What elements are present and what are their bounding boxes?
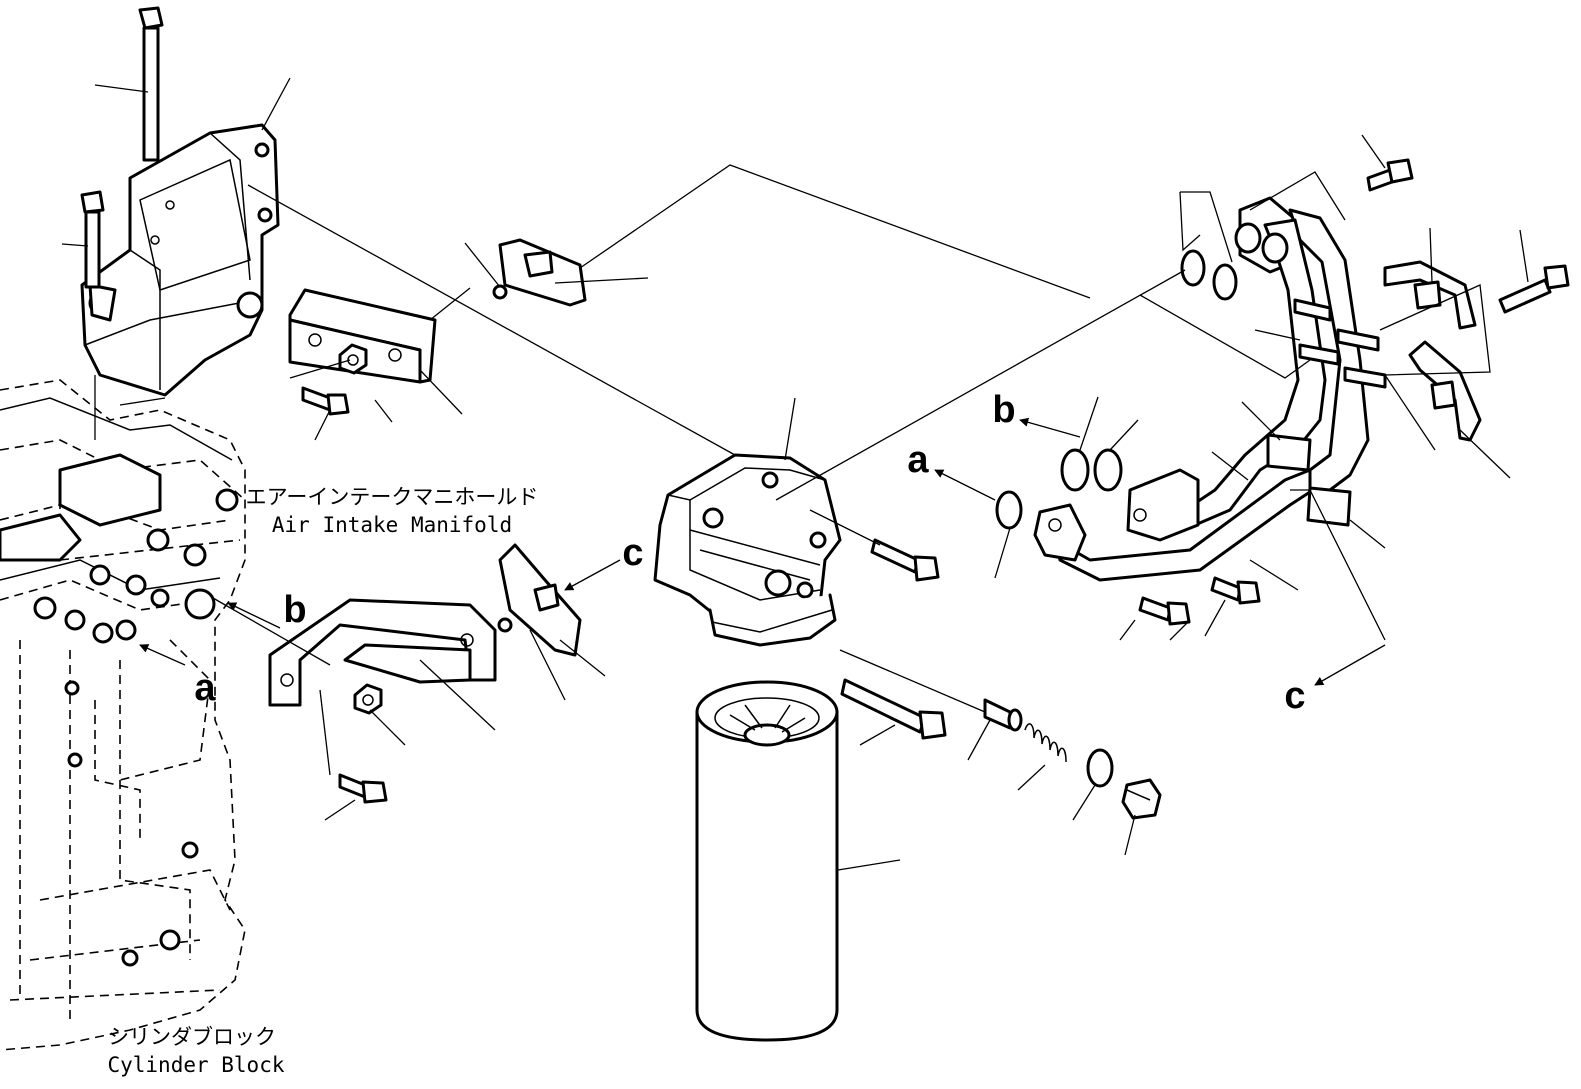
bolt-top-right-2 (1498, 264, 1570, 314)
pipe-clip-lower-right (1408, 340, 1482, 442)
bolt-small-upper (301, 386, 350, 416)
valve-gasket (1086, 748, 1114, 788)
ref-mark-b-right: b (992, 389, 1015, 431)
ref-mark-c-center: c (622, 532, 643, 574)
pipe-clip-upper-right (1383, 260, 1477, 330)
cylinder-block-outline (0, 379, 246, 1051)
oil-filter-head (653, 453, 842, 647)
nut-lower (353, 683, 383, 715)
nut-upper (338, 343, 368, 375)
cylinder-block-label-en: Cylinder Block (107, 1053, 284, 1077)
leader-lines (61, 77, 1529, 871)
relief-valve-spring (1024, 723, 1067, 763)
air-intake-manifold-label-jp: エアーインテークマニホールド (246, 485, 539, 509)
oil-filter-cartridge (695, 680, 839, 1042)
pipe-bolt-1 (1138, 596, 1191, 626)
valve-plug (1121, 778, 1162, 820)
ref-mark-a-right: a (907, 439, 929, 481)
long-bolt-upper (138, 6, 164, 162)
o-ring-b2 (1093, 448, 1123, 492)
reference-arrows (139, 417, 1386, 686)
upper-clip (498, 238, 587, 307)
filter-head-bolt-lower (840, 678, 947, 740)
oil-pipe-assembly (1033, 196, 1387, 582)
lower-clip (498, 543, 582, 657)
o-ring-top2 (1212, 263, 1238, 301)
long-bolt-lower (80, 190, 105, 289)
bolt-small-lower (338, 773, 388, 804)
o-ring-top1 (1180, 249, 1206, 287)
cylinder-block-label-jp: シリンダブロック (108, 1025, 276, 1049)
ref-mark-c-right: c (1284, 675, 1305, 717)
ref-mark-b-left: b (283, 589, 306, 631)
filter-head-bolt-upper (870, 538, 940, 582)
o-ring-a (995, 490, 1023, 530)
air-intake-manifold-label-en: Air Intake Manifold (272, 513, 512, 537)
relief-valve-plunger (983, 698, 1023, 732)
washer-lower (497, 617, 513, 633)
mounting-bracket (80, 123, 280, 397)
bolt-top-right-1 (1366, 158, 1414, 192)
pipe-bolt-2 (1210, 576, 1261, 605)
ref-mark-a-left: a (194, 667, 216, 709)
o-ring-b1 (1060, 448, 1090, 492)
lower-clamp-bracket (268, 598, 497, 707)
washer-upper (492, 284, 508, 300)
